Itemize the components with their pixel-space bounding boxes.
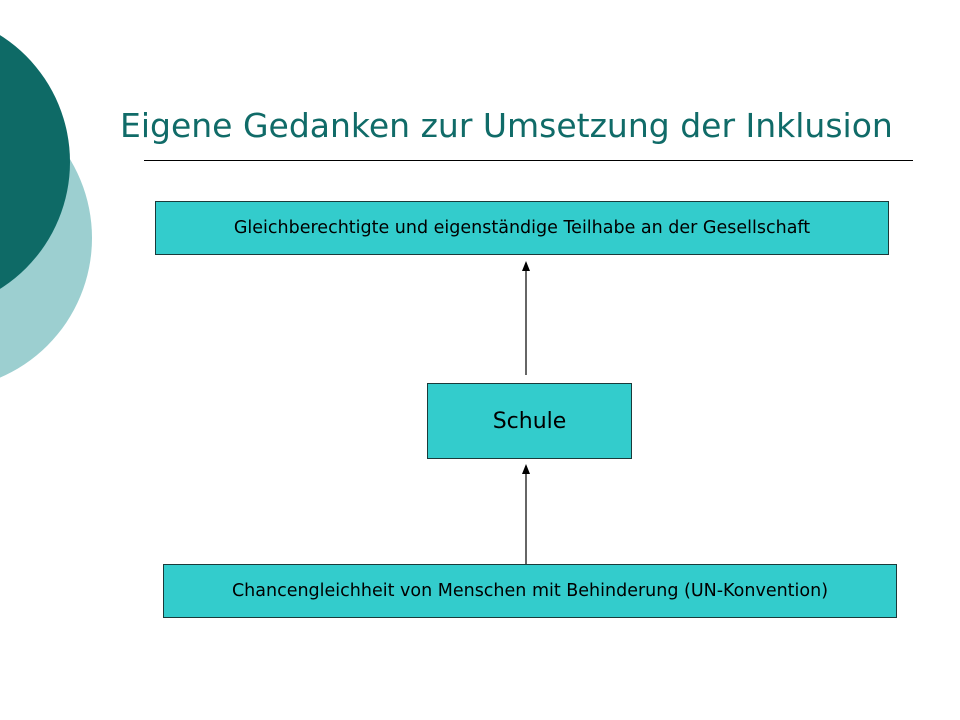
node-chancengleichheit: Chancengleichheit von Menschen mit Behin… [163,564,897,618]
slide-title: Eigene Gedanken zur Umsetzung der Inklus… [120,106,893,145]
arrowhead-middle-to-top [522,261,530,271]
node-schule: Schule [427,383,632,459]
title-divider [144,160,913,161]
arrowhead-bottom-to-middle [522,464,530,474]
node-teilhabe: Gleichberechtigte und eigenständige Teil… [155,201,889,255]
